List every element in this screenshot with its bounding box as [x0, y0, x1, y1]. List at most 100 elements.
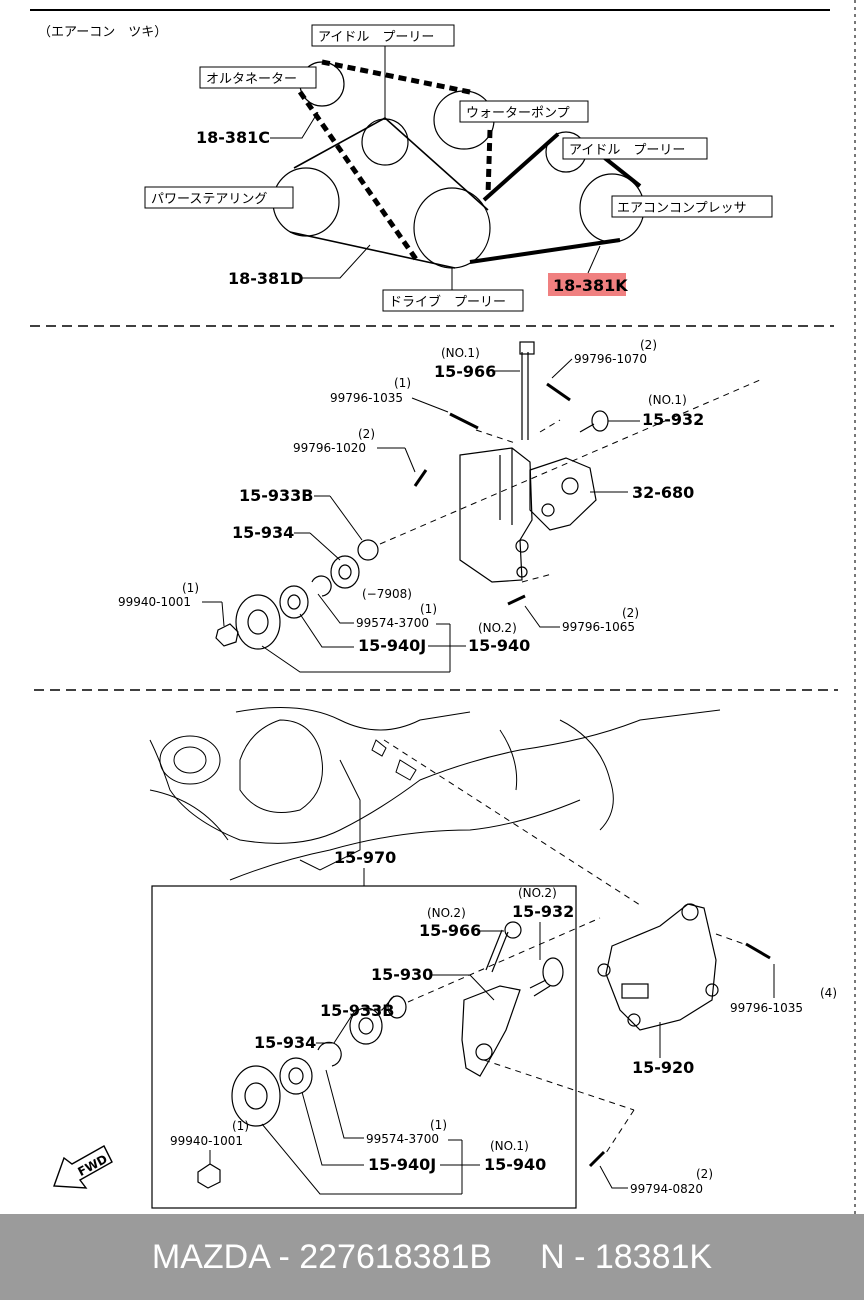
b-bearing-15-940j	[279, 1057, 313, 1095]
b-99796-1035-qty: (4)	[820, 986, 837, 1000]
tension-bracket	[459, 447, 533, 583]
m-15-932: 15-932	[642, 410, 704, 429]
b-spacer-15-933b	[387, 995, 407, 1019]
b-15-940-brackets	[261, 1091, 480, 1195]
drive-pulley	[413, 187, 491, 269]
b-15-940j: 15-940J	[368, 1155, 436, 1174]
bearing-15-934	[330, 555, 360, 589]
b-15-940: 15-940	[484, 1155, 546, 1174]
label-idler-right: アイドル プーリー	[562, 137, 708, 160]
svg-text:アイドル プーリー: アイドル プーリー	[318, 30, 434, 45]
b-99574-3700: 99574-3700	[366, 1132, 439, 1146]
label-water-pump: ウォーターポンプ	[459, 100, 589, 123]
b-idler-pulley-15-940	[231, 1065, 281, 1127]
footer-brand-part: MAZDA - 227618381B	[151, 1237, 493, 1276]
idler-top-pulley	[361, 118, 409, 166]
bottom-drawing	[197, 903, 771, 1189]
middle-assembly-lines	[379, 379, 761, 583]
m-99940-1001-qty: (1)	[182, 581, 199, 595]
b-99574-3700-qty: (1)	[430, 1118, 447, 1132]
m-year-note: (−7908)	[362, 587, 412, 601]
m-15-966-note: (NO.1)	[441, 346, 480, 360]
label-ac-compressor: エアコンコンプレッサ	[611, 195, 773, 218]
m-99796-1020: 99796-1020	[293, 441, 366, 455]
m-15-933b: 15-933B	[239, 486, 314, 505]
svg-text:ドライブ プーリー: ドライブ プーリー	[389, 294, 506, 310]
m-99796-1035-leader	[411, 397, 449, 413]
footer-ref: N - 18381K	[540, 1237, 713, 1276]
b-assembly-line-top	[383, 739, 641, 906]
ps-bracket	[529, 457, 597, 531]
snap-ring-99574-3700	[311, 575, 332, 597]
b-99794-0820-leader	[599, 1165, 628, 1189]
part-18-381d: 18-381D	[228, 269, 304, 288]
highlight-18-381k	[548, 273, 626, 296]
b-15-920: 15-920	[632, 1058, 694, 1077]
svg-text:エアコンコンプレッサ: エアコンコンプレッサ	[617, 201, 747, 216]
b-15-970: 15-970	[334, 848, 396, 867]
b-99574-3700-leader	[325, 1069, 364, 1139]
bolt-99796-1020	[413, 469, 428, 487]
b-bracket-15-920	[605, 903, 717, 1031]
m-99796-1065: 99796-1065	[562, 620, 635, 634]
m-15-940: 15-940	[468, 636, 530, 655]
b-bracket-15-930	[461, 985, 521, 1077]
label-power-steering: パワーステアリング	[144, 186, 294, 209]
m-99574-3700-leader	[317, 593, 354, 624]
label-drive-pulley: ドライブ プーリー	[382, 268, 524, 312]
b-15-932: 15-932	[512, 902, 574, 921]
idler-pulley-15-940	[235, 594, 281, 650]
b-bolt-99796-1035	[745, 942, 771, 960]
b-15-933b: 15-933B	[320, 1001, 395, 1020]
belt-k-top	[482, 132, 560, 202]
spacer-15-933b	[357, 539, 379, 561]
bolt-99796-1065	[507, 594, 526, 606]
b-15-932-note: (NO.2)	[518, 886, 557, 900]
m-99796-1070-leader	[551, 358, 573, 379]
section-title: （エアーコン ツキ）	[38, 25, 167, 40]
leader-18-381c	[270, 111, 319, 139]
leader-18-381d	[300, 244, 371, 279]
bearing-15-940j	[279, 585, 309, 619]
bolt-99796-1070	[546, 382, 571, 402]
m-99796-1070: 99796-1070	[574, 352, 647, 366]
m-99796-1020-qty: (2)	[358, 427, 375, 441]
svg-text:アイドル プーリー: アイドル プーリー	[569, 143, 685, 158]
svg-text:ウォーターポンプ: ウォーターポンプ	[466, 106, 570, 121]
m-32-680: 32-680	[632, 483, 694, 502]
footer-bar: MAZDA - 227618381B N - 18381K	[0, 1214, 864, 1300]
b-15-934-leader	[316, 1011, 355, 1044]
b-15-966-note: (NO.2)	[427, 906, 466, 920]
b-bearing-15-934	[349, 1007, 383, 1045]
m-99796-1065-qty: (2)	[622, 606, 639, 620]
m-99574-3700: 99574-3700	[356, 616, 429, 630]
leader-18-381k	[587, 245, 601, 274]
adjust-bolt-head	[519, 341, 535, 355]
bolt-99796-1035	[449, 412, 479, 430]
svg-text:オルタネーター: オルタネーター	[206, 72, 297, 87]
b-99940-1001: 99940-1001	[170, 1134, 243, 1148]
m-15-940-note: (NO.2)	[478, 621, 517, 635]
m-99796-1065-leader	[524, 605, 560, 628]
b-snap-ring	[317, 1041, 342, 1067]
belt-k-bottom	[469, 238, 621, 264]
m-15-932-note: (NO.1)	[648, 393, 687, 407]
b-99796-1035: 99796-1035	[730, 1001, 803, 1015]
m-99796-1035-qty: (1)	[394, 376, 411, 390]
b-15-966: 15-966	[419, 921, 481, 940]
label-idler-top: アイドル プーリー	[311, 24, 455, 120]
part-18-381c: 18-381C	[196, 128, 270, 147]
b-99794-0820-qty: (2)	[696, 1167, 713, 1181]
svg-text:パワーステアリング: パワーステアリング	[151, 192, 267, 207]
b-99940-1001-qty: (1)	[232, 1119, 249, 1133]
m-15-934: 15-934	[232, 523, 294, 542]
b-subassembly-frame	[151, 885, 577, 1209]
belt-diagram	[272, 61, 645, 269]
belt-c-right	[485, 129, 493, 196]
b-99794-0820: 99794-0820	[630, 1182, 703, 1196]
middle-drawing	[215, 341, 609, 650]
m-99796-1070-qty: (2)	[640, 338, 657, 352]
m-15-940-brackets	[261, 613, 466, 673]
m-15-940j: 15-940J	[358, 636, 426, 655]
m-99574-3700-qty: (1)	[420, 602, 437, 616]
